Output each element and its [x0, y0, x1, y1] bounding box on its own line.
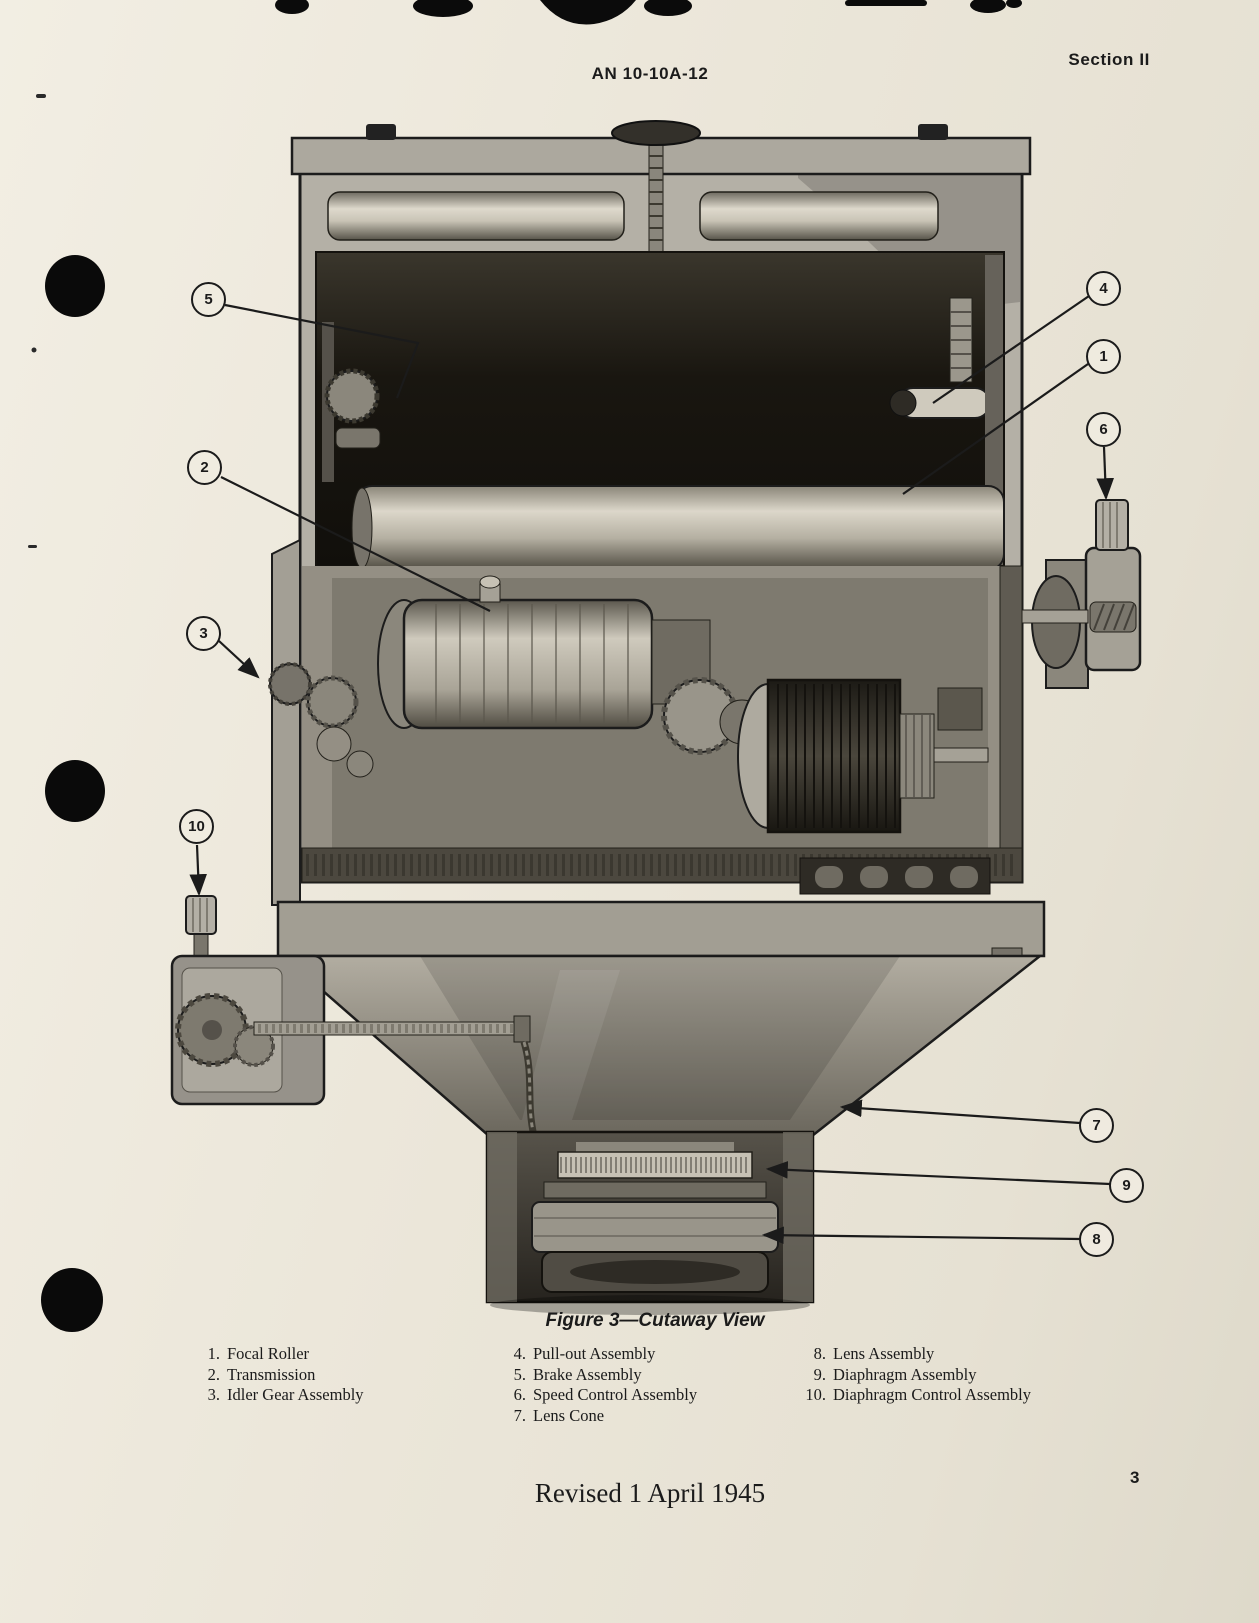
legend-item-number: 10. [805, 1385, 826, 1404]
legend-item-number: 9. [813, 1364, 826, 1384]
callout-badge-4: 4 [1086, 271, 1121, 306]
legend-item: 1. Focal Roller [188, 1344, 488, 1365]
lens-barrel [485, 1130, 815, 1315]
callout-badge-6: 6 [1086, 412, 1121, 447]
callout-badge-3: 3 [186, 616, 221, 651]
bottom-plate [276, 847, 1046, 973]
legend-item-label: Pull-out Assembly [533, 1344, 656, 1363]
legend-item: 5. Brake Assembly [494, 1365, 794, 1386]
legend-item-label: Idler Gear Assembly [227, 1385, 364, 1404]
legend-item: 4. Pull-out Assembly [494, 1344, 794, 1365]
callout-number: 9 [1122, 1177, 1131, 1194]
film-spool-rollers [327, 191, 939, 241]
legend-item-label: Focal Roller [227, 1344, 310, 1363]
callout-number: 6 [1099, 421, 1108, 438]
callout-number: 10 [188, 818, 205, 835]
lens-cone [279, 954, 1044, 1138]
callout-badge-5: 5 [191, 282, 226, 317]
legend-item: 2. Transmission [188, 1365, 488, 1386]
legend-item-number: 5. [513, 1364, 526, 1384]
page-number: 3 [1130, 1468, 1140, 1487]
doc-number: AN 10-10A-12 [591, 64, 709, 83]
punch-holes [41, 255, 105, 1332]
callout-number: 7 [1092, 1117, 1101, 1134]
legend-item-label: Lens Cone [533, 1405, 605, 1425]
callout-badge-10: 10 [179, 809, 214, 844]
legend-item: 8. Lens Assembly [794, 1344, 1134, 1365]
legend-item: 9. Diaphragm Assembly [794, 1365, 1134, 1386]
idler-gear-assembly [268, 662, 374, 778]
callout-badge-9: 9 [1109, 1168, 1144, 1203]
pull-out-assembly [889, 255, 1003, 565]
revision-note: Revised 1 April 1945 [534, 1478, 766, 1508]
legend-item: 10. Diaphragm Control Assembly [794, 1385, 1134, 1406]
brake-assembly [322, 322, 381, 482]
callout-number: 3 [199, 625, 208, 642]
callout-number: 5 [204, 291, 213, 308]
legend-column-1: 1. Focal Roller 2. Transmission 3. Idler Ge… [188, 1344, 488, 1406]
figure-caption: Figure 3—Cutaway View [545, 1310, 765, 1331]
legend-column-3: 8. Lens Assembly 9. Diaphragm Assembly 10.… [794, 1344, 1134, 1406]
callout-badge-2: 2 [187, 450, 222, 485]
legend-item: 6. Speed Control Assembly [494, 1385, 794, 1406]
motor-armature [737, 565, 1023, 883]
legend-item-number: 7. [513, 1405, 526, 1425]
legend-item-number: 8. [813, 1344, 826, 1363]
callout-badge-7: 7 [1079, 1108, 1114, 1143]
focal-roller [351, 485, 1005, 571]
diaphragm-control-assembly [170, 895, 538, 1137]
section-label: Section II [1068, 50, 1150, 69]
transmission [377, 575, 765, 755]
callout-number: 1 [1099, 348, 1108, 365]
legend-item: 7. Lens Cone [494, 1406, 794, 1427]
scan-artifacts [28, 0, 1022, 548]
legend-item-number: 4. [513, 1344, 526, 1363]
legend-item-label: Diaphragm Control Assembly [833, 1385, 1031, 1404]
callout-number: 2 [200, 459, 209, 476]
legend-item-label: Diaphragm Assembly [833, 1364, 977, 1384]
legend-item: 3. Idler Gear Assembly [188, 1385, 488, 1406]
legend-column-2: 4. Pull-out Assembly 5. Brake Assembly 6. S… [494, 1344, 794, 1426]
legend-item-number: 3. [207, 1385, 220, 1404]
legend-item-label: Transmission [227, 1364, 316, 1384]
legend-item-number: 6. [513, 1385, 526, 1404]
legend-item-number: 2. [207, 1364, 220, 1384]
legend-item-label: Brake Assembly [533, 1364, 642, 1384]
callout-badge-1: 1 [1086, 339, 1121, 374]
callout-number: 4 [1099, 280, 1108, 297]
leader-lines [189, 295, 1115, 1245]
legend-item-label: Lens Assembly [833, 1344, 935, 1363]
callout-badge-8: 8 [1079, 1222, 1114, 1257]
legend-item-number: 1. [207, 1344, 220, 1363]
callout-number: 8 [1092, 1231, 1101, 1248]
legend-item-label: Speed Control Assembly [533, 1385, 698, 1404]
speed-control-assembly [1021, 499, 1142, 689]
